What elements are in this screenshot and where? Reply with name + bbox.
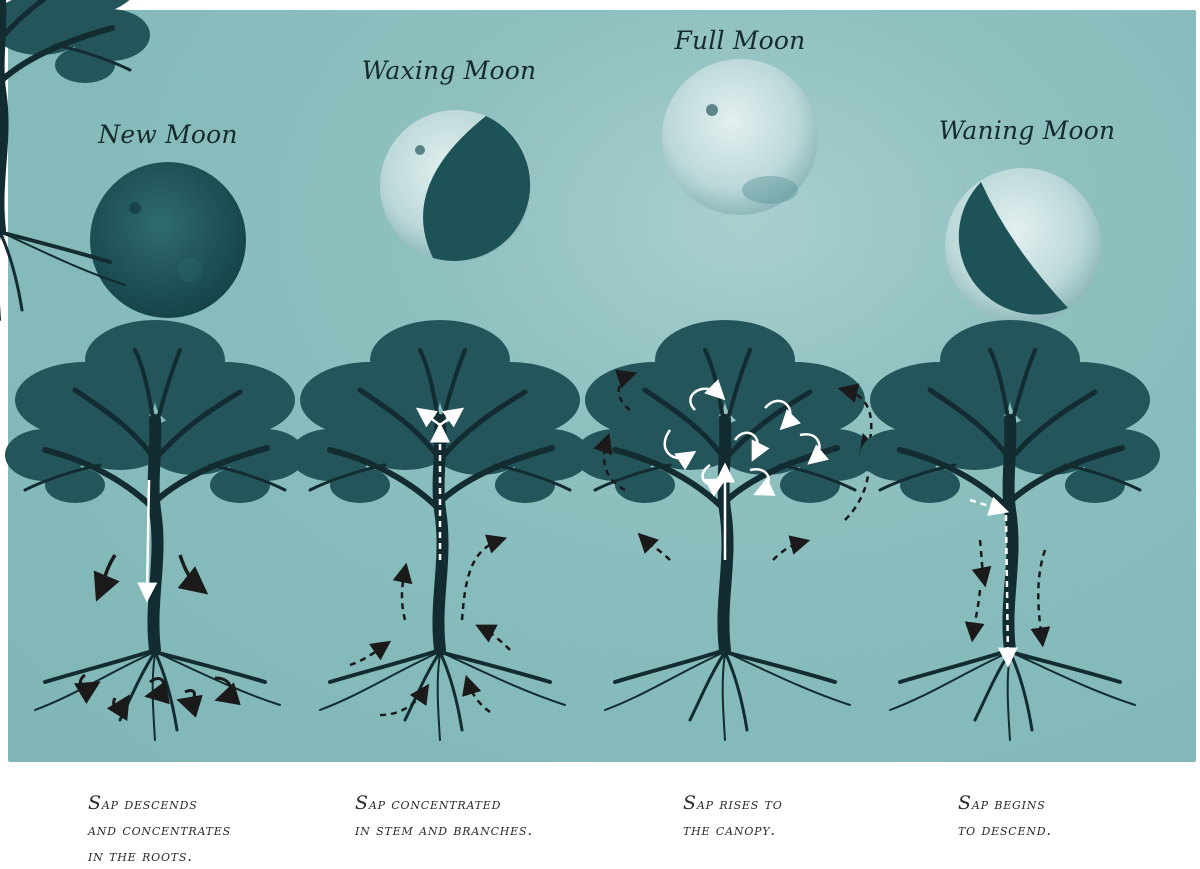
moon-full [662,59,818,215]
caption-new-moon: Sap descends and concentrates in the roo… [88,790,231,869]
caption-full-moon: Sap rises to the canopy. [683,790,783,843]
caption-waxing-moon: Sap concentrated in stem and branches. [355,790,533,843]
tree-new-moon [5,320,305,740]
tree-waning-moon [860,320,1160,740]
caption-waning-moon: Sap begins to descend. [958,790,1052,843]
moon-new [90,162,246,318]
tree-waxing-moon [290,320,590,740]
moon-waning [942,168,1101,329]
moon-waxing [380,110,532,262]
tree-full-moon [575,320,875,740]
